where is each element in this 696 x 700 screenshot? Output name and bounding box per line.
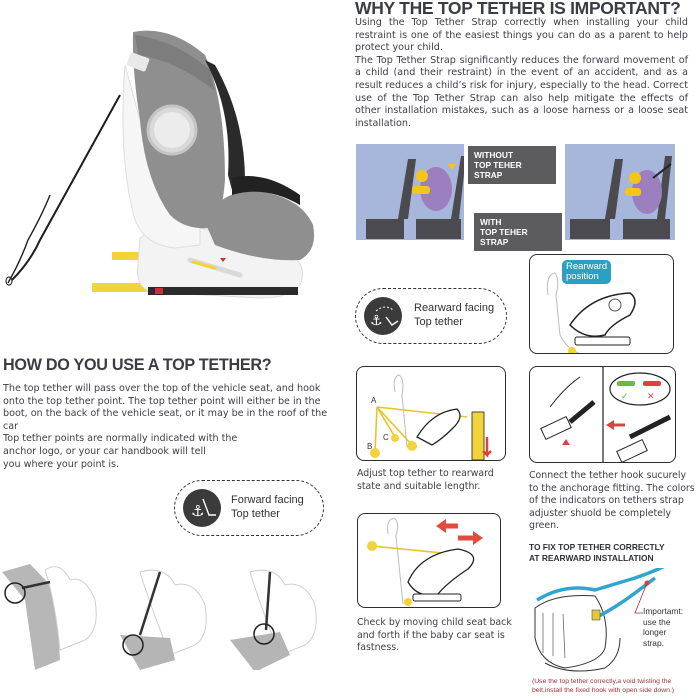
tether-to-seat-back-diagram xyxy=(120,569,207,670)
label-c: C xyxy=(383,433,389,442)
how-title: HOW DO YOU USE A TOP TETHER? xyxy=(3,356,272,374)
step1-adjust-panel: A B C xyxy=(356,366,506,461)
step1-caption: Adjust top tether to rearward state and … xyxy=(357,468,494,492)
how-paragraph-2-line1: Top tether points are normally indicated… xyxy=(3,433,238,445)
forward-facing-text: Forward facing Top tether xyxy=(231,494,304,520)
anchor-seat-icon: ⚓ xyxy=(364,297,402,335)
how-body: The top tether will pass over the top of… xyxy=(3,383,333,471)
seat-without-tether-illustration xyxy=(366,156,466,239)
step3-check-panel xyxy=(357,513,501,608)
rearward-facing-badge: ⚓ Rearward facing Top tether xyxy=(355,288,507,344)
tether-diagrams xyxy=(2,564,317,670)
label-a: A xyxy=(371,396,377,405)
rearward-position-panel: Rearward position xyxy=(529,254,674,354)
important-note: Importamt: use the longer strap. xyxy=(643,606,684,648)
check-movement-illustration xyxy=(367,517,483,606)
svg-text:✕: ✕ xyxy=(647,392,655,402)
svg-text:⚓: ⚓ xyxy=(370,313,383,329)
step3-caption: Check by moving child seat back and fort… xyxy=(357,617,512,653)
rearward-seat-illustration xyxy=(546,272,636,353)
seat-with-tether-illustration xyxy=(570,156,672,239)
tether-to-boot-diagram xyxy=(2,564,97,670)
adjust-tether-illustration: A B C xyxy=(367,374,492,460)
connect-hook-illustration: ✓ ✕ xyxy=(540,367,672,462)
why-paragraph-1: Using the Top Tether Strap correctly whe… xyxy=(355,17,688,54)
fix-tether-title: TO FIX TOP TETHER CORRECTLY AT REARWARD … xyxy=(529,542,665,563)
product-photo xyxy=(0,0,350,320)
how-paragraph-2-line3: you where your point is. xyxy=(3,458,120,470)
with-tether-label: WITH TOP TEHER STRAP xyxy=(474,213,562,251)
usage-note: (Use the top tether correctly,a void twi… xyxy=(532,678,675,694)
car-seat-illustration xyxy=(5,30,315,299)
why-title: WHY THE TOP TETHER IS IMPORTANT? xyxy=(355,0,681,18)
panel-without-tether xyxy=(356,144,466,240)
rearward-position-label: Rearward position xyxy=(562,260,612,284)
step2-connect-panel: ✓ ✕ xyxy=(529,366,676,463)
panel-with-tether xyxy=(565,144,675,240)
how-paragraph-1: The top tether will pass over the top of… xyxy=(3,383,328,432)
how-paragraph-2-line2: anchor logo, or your car handbook will t… xyxy=(3,445,206,457)
forward-facing-badge: ⚓ Forward facing Top tether xyxy=(174,480,324,536)
svg-text:⚓: ⚓ xyxy=(191,502,204,520)
anchor-seat-icon: ⚓ xyxy=(183,489,221,527)
step2-caption: Connect the tether hook sucurely to the … xyxy=(529,470,695,531)
rearward-facing-text: Rearward facing Top tether xyxy=(414,302,495,328)
tether-to-seat-base-diagram xyxy=(230,569,317,670)
why-paragraph-2: The Top Tether Strap significantly reduc… xyxy=(355,54,688,129)
label-b: B xyxy=(367,442,372,451)
svg-text:✓: ✓ xyxy=(621,392,629,402)
why-body: Using the Top Tether Strap correctly whe… xyxy=(355,17,688,130)
rearward-fix-illustration xyxy=(534,568,665,672)
without-tether-label: WITHOUT TOP TEHER STRAP xyxy=(468,146,556,184)
